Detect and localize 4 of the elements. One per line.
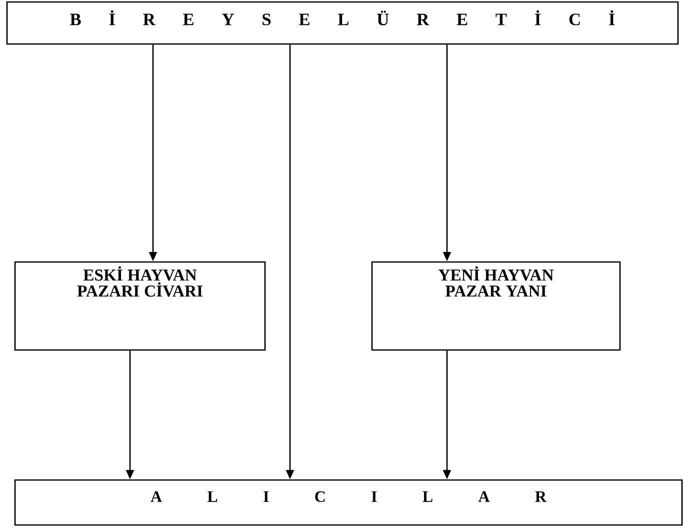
process-box: ESKİ HAYVAN PAZARI CİVARI [14,261,266,351]
heading-box: B İ R E Y S E L Ü R E T İ C İ [6,1,679,45]
process-box: YENİ HAYVAN PAZAR YANI [371,261,621,351]
target-box: A L I C I L A R [14,479,683,526]
